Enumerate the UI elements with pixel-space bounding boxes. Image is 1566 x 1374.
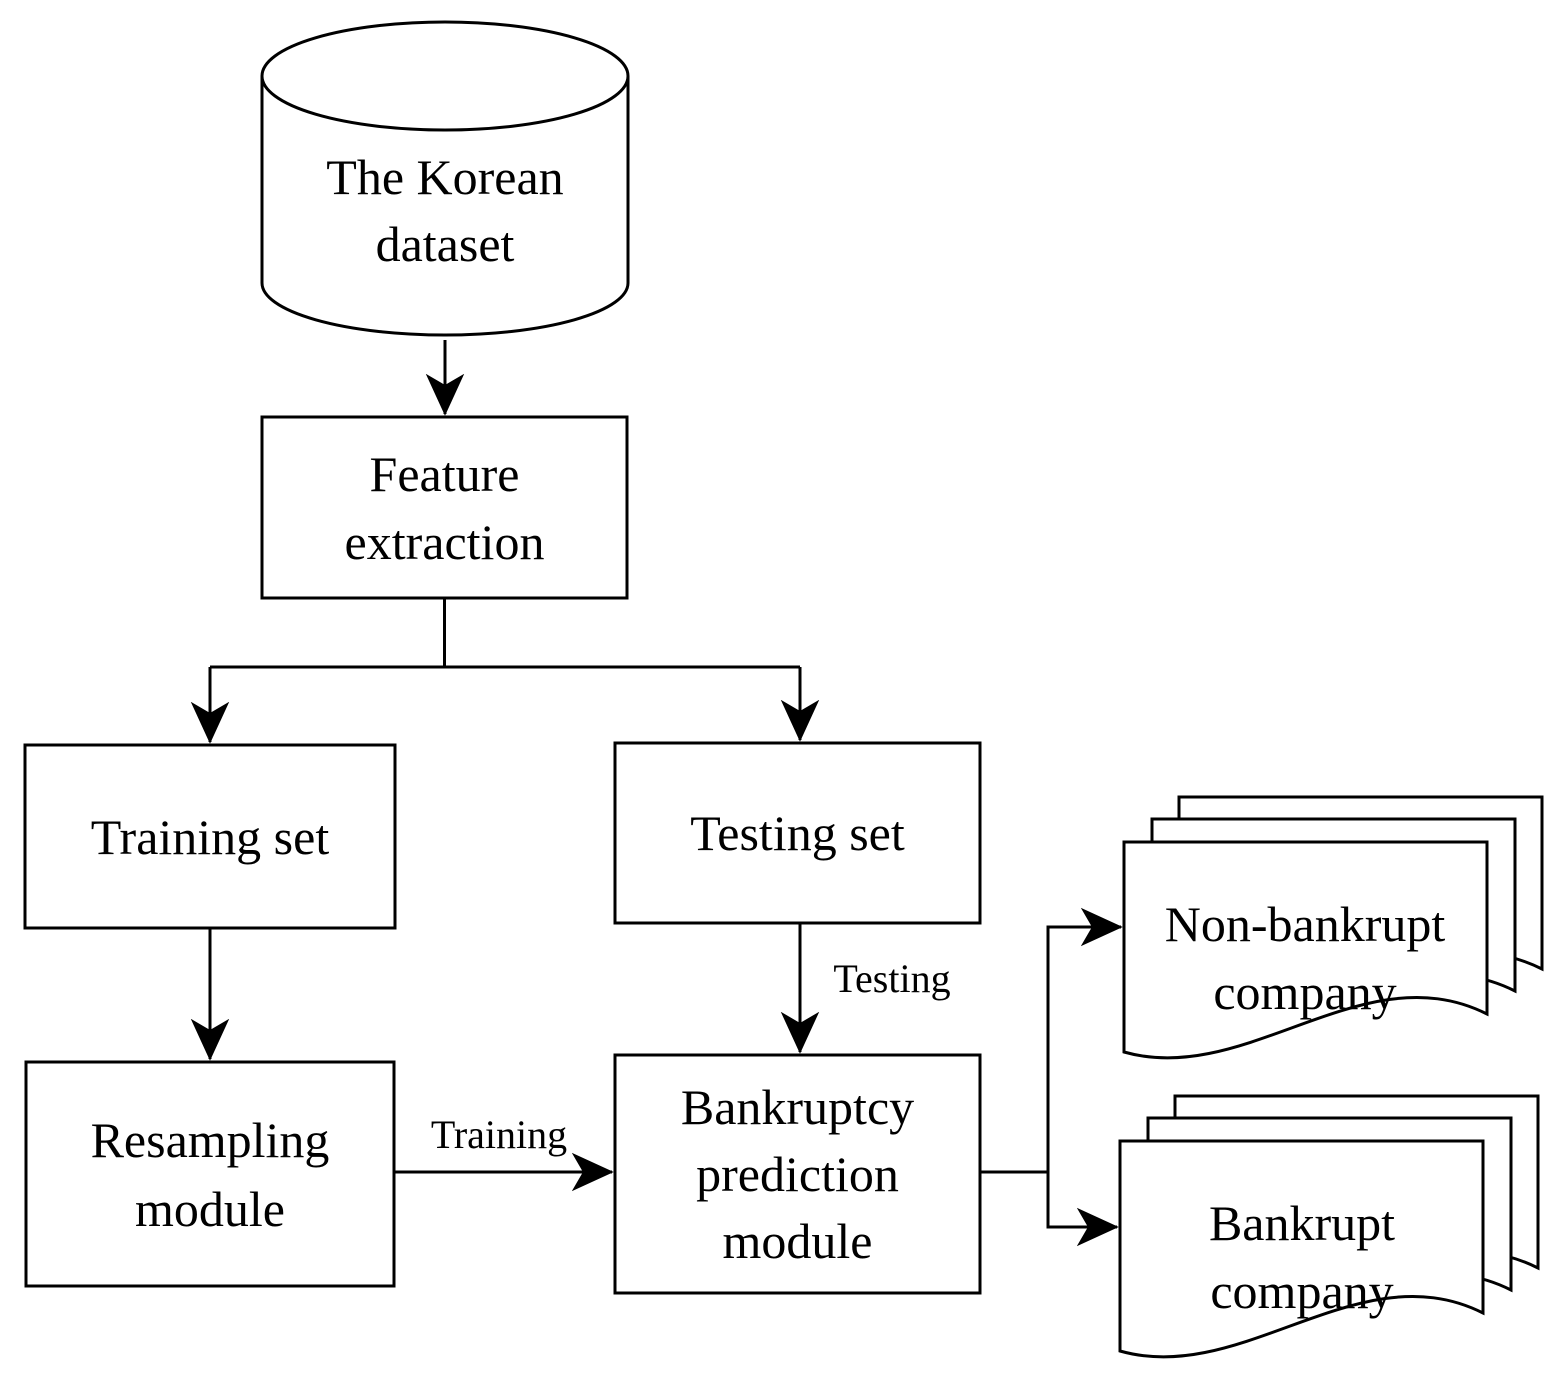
node-label-line: company (1213, 964, 1396, 1020)
document-front (1118, 1139, 1485, 1359)
node-prediction-module: Bankruptcy prediction module (613, 1053, 982, 1295)
process-box (23, 743, 397, 930)
database-cylinder-body (260, 76, 630, 337)
node-label-line: company (1210, 1263, 1393, 1319)
node-label-line: Resampling (91, 1112, 330, 1168)
edges-layer: Testing Training (190, 340, 1123, 1247)
node-label-line: module (135, 1181, 285, 1237)
process-box (24, 1060, 396, 1288)
node-korean-dataset: The Korean dataset (260, 20, 630, 337)
node-label-line: Testing set (690, 805, 905, 861)
process-box (260, 415, 629, 600)
node-training-set: Training set (23, 743, 397, 930)
node-label-line: Bankrupt (1209, 1195, 1395, 1251)
node-label-line: Non-bankrupt (1165, 896, 1446, 952)
node-label-line: Training set (91, 809, 330, 865)
edge-prediction-to-bankrupt (1046, 1172, 1119, 1247)
node-testing-set: Testing set (613, 741, 982, 925)
edge-label-testing: Testing (833, 956, 950, 1001)
node-label-line: The Korean (326, 149, 563, 205)
node-resampling-module: Resampling module (24, 1060, 396, 1288)
document-front (1122, 840, 1489, 1060)
database-cylinder-top (260, 20, 630, 132)
edge-label-training: Training (431, 1112, 567, 1157)
edge-feature-split-trunk (210, 598, 800, 669)
node-label-line: module (723, 1213, 873, 1269)
node-label-line: Feature (370, 446, 520, 502)
node-non-bankrupt-company: Non-bankrupt company (1122, 795, 1544, 1060)
node-bankrupt-company: Bankrupt company (1118, 1094, 1540, 1359)
node-label-line: extraction (345, 514, 545, 570)
node-feature-extraction: Feature extraction (260, 415, 629, 600)
node-label-line: Bankruptcy (681, 1079, 914, 1135)
node-label-line: dataset (376, 216, 515, 272)
node-label-line: prediction (696, 1146, 899, 1202)
edge-prediction-to-non-bankrupt (1046, 907, 1123, 1172)
process-box (613, 741, 982, 925)
process-box (613, 1053, 982, 1295)
